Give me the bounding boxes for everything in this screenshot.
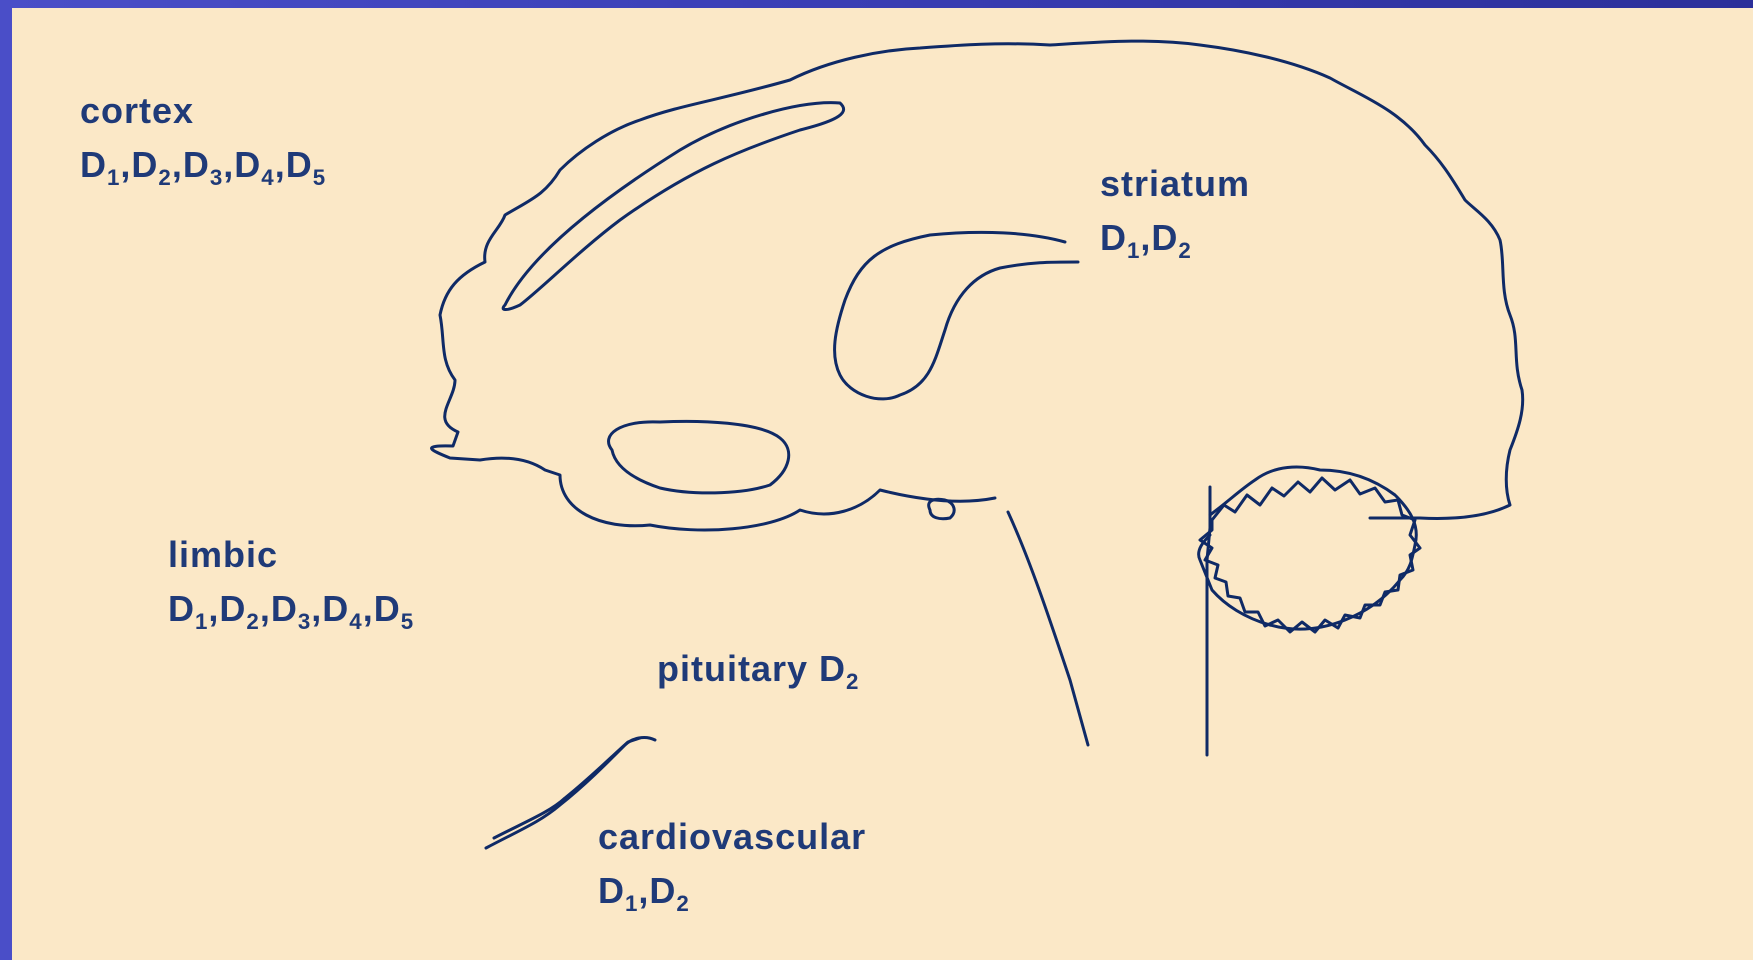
brainstem — [1207, 487, 1210, 755]
pituitary-stalk — [1008, 512, 1088, 745]
thalamus — [609, 421, 789, 493]
pituitary-receptors: D2 — [819, 648, 859, 689]
pituitary-label: pituitary D2 — [657, 642, 859, 709]
striatum-receptors: D1,D2 — [1100, 211, 1250, 278]
limbic-name: limbic — [168, 528, 414, 582]
pituitary-name: pituitary — [657, 648, 808, 689]
cortex-receptors: D1,D2,D3,D4,D5 — [80, 138, 326, 205]
cardiovascular-name: cardiovascular — [598, 810, 866, 864]
cardiovascular-receptors: D1,D2 — [598, 864, 866, 931]
cingulate-gyrus — [503, 103, 843, 310]
brain-outline — [432, 41, 1523, 530]
cardiovascular-label: cardiovascular D1,D2 — [598, 810, 866, 931]
striatum-caudate — [835, 232, 1078, 399]
limbic-label: limbic D1,D2,D3,D4,D5 — [168, 528, 414, 649]
cortex-name: cortex — [80, 84, 326, 138]
striatum-label: striatum D1,D2 — [1100, 157, 1250, 278]
limbic-receptors: D1,D2,D3,D4,D5 — [168, 582, 414, 649]
cortex-label: cortex D1,D2,D3,D4,D5 — [80, 84, 326, 205]
striatum-name: striatum — [1100, 157, 1250, 211]
hypothalamus — [929, 499, 954, 518]
